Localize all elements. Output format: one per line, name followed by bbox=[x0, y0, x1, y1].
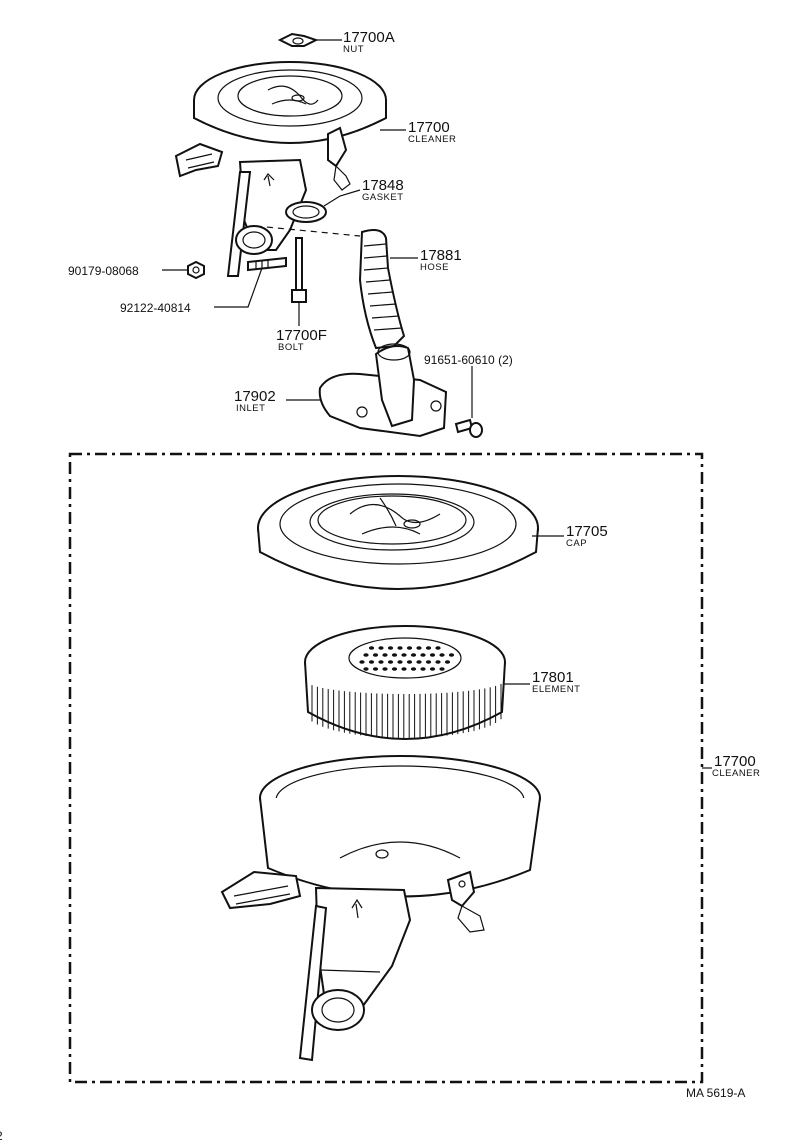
inlet-drawing bbox=[318, 343, 448, 438]
svg-text:CAP: CAP bbox=[566, 538, 587, 549]
callout-nut-90179: 90179-08068 bbox=[68, 264, 139, 278]
exploded-view-frame bbox=[68, 452, 704, 1084]
svg-text:17700: 17700 bbox=[714, 753, 756, 770]
leader-stud bbox=[214, 267, 263, 308]
svg-text:17881: 17881 bbox=[420, 247, 462, 264]
cleaner-assembly-top-drawing bbox=[174, 61, 387, 277]
svg-text:INLET: INLET bbox=[236, 403, 265, 414]
screw-drawing bbox=[454, 418, 483, 438]
housing-drawing bbox=[220, 755, 541, 1062]
svg-text:NUT: NUT bbox=[343, 44, 364, 55]
callout-cleaner-assy: 17700 CLEANER bbox=[712, 753, 760, 779]
svg-text:CLEANER: CLEANER bbox=[712, 768, 760, 779]
svg-text:17705: 17705 bbox=[566, 523, 608, 540]
callout-inlet: 17902 INLET bbox=[234, 388, 276, 414]
figure-reference: MA 5619-A bbox=[686, 1086, 745, 1100]
svg-text:GASKET: GASKET bbox=[362, 192, 404, 203]
leader-gasket bbox=[323, 189, 361, 207]
bolt-drawing bbox=[291, 237, 307, 303]
svg-text:BOLT: BOLT bbox=[278, 342, 304, 353]
hex-nut-drawing bbox=[187, 260, 205, 280]
svg-text:HOSE: HOSE bbox=[420, 262, 449, 273]
callout-stud: 92122-40814 bbox=[120, 301, 191, 315]
svg-text:17700: 17700 bbox=[408, 119, 450, 136]
svg-text:17848: 17848 bbox=[362, 177, 404, 194]
callout-nut: 17700A NUT bbox=[343, 29, 395, 55]
svg-text:17902: 17902 bbox=[234, 388, 276, 405]
hose-drawing bbox=[358, 229, 406, 350]
svg-text:CLEANER: CLEANER bbox=[408, 134, 456, 145]
svg-text:17700A: 17700A bbox=[343, 29, 395, 46]
callout-hose: 17881 HOSE bbox=[420, 247, 462, 273]
svg-text:90179-08068: 90179-08068 bbox=[68, 264, 139, 278]
svg-text:17801: 17801 bbox=[532, 669, 574, 686]
callout-cleaner-top: 17700 CLEANER bbox=[408, 119, 456, 145]
stud-drawing bbox=[247, 256, 287, 272]
svg-text:17700F: 17700F bbox=[276, 327, 327, 344]
svg-text:ELEMENT: ELEMENT bbox=[532, 684, 580, 695]
svg-text:92122-40814: 92122-40814 bbox=[120, 301, 191, 315]
callout-screw: 91651-60610 (2) bbox=[424, 353, 513, 367]
page-mark: 2 bbox=[0, 1129, 3, 1143]
callout-gasket: 17848 GASKET bbox=[362, 177, 404, 203]
gasket-drawing bbox=[285, 201, 327, 223]
callout-element: 17801 ELEMENT bbox=[532, 669, 580, 695]
element-drawing bbox=[304, 625, 506, 740]
callout-bolt: 17700F BOLT bbox=[276, 327, 327, 353]
svg-text:91651-60610 (2): 91651-60610 (2) bbox=[424, 353, 513, 367]
cap-drawing bbox=[257, 475, 539, 590]
callout-cap: 17705 CAP bbox=[566, 523, 608, 549]
wing-nut-drawing bbox=[277, 32, 319, 47]
